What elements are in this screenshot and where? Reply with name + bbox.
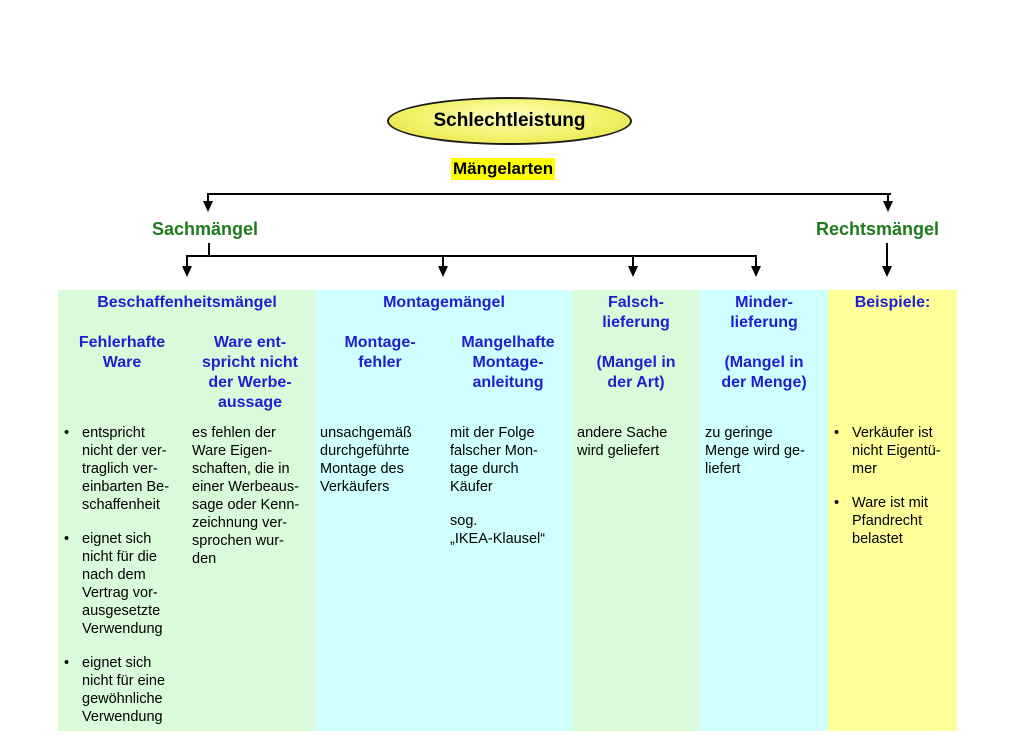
heading-falschlieferung: Falsch- lieferung (Mangel in der Art) — [596, 294, 676, 391]
arrow-to-minder — [751, 266, 761, 277]
subtitle-maengelarten: Mängelarten — [451, 158, 556, 180]
heading-beispiele: Beispiele: — [854, 294, 931, 311]
arrow-to-rechtsmaengel-top — [883, 201, 893, 212]
heading-montagefehler: Montage- fehler — [344, 334, 416, 371]
connector-sach-stem — [208, 243, 210, 257]
connector-down-4 — [755, 255, 757, 268]
branch-rechtsmaengel: Rechtsmängel — [816, 219, 940, 239]
heading-minderlieferung: Minder- lieferung (Mangel in der Menge) — [721, 294, 807, 391]
connector-left-down — [207, 193, 209, 202]
arrow-to-montage — [438, 266, 448, 277]
list-item: eignet sich nicht für die nach dem Vertr… — [60, 530, 186, 638]
montageanleitung-text: mit der Folge falscher Mon- tage durch K… — [450, 424, 572, 548]
falschlieferung-text: andere Sache wird geliefert — [577, 425, 668, 459]
connector-top-horizontal — [207, 193, 891, 195]
beispiele-bullets: Verkäufer ist nicht Eigentü- mer Ware is… — [830, 424, 956, 548]
arrow-to-sachmaengel — [203, 201, 213, 212]
column-montagemaengel — [316, 290, 572, 731]
fehlerhafte-ware-bullets: entspricht nicht der ver- traglich ver- … — [60, 424, 186, 726]
list-item: Ware ist mit Pfandrecht belastet — [830, 494, 956, 548]
list-item: Verkäufer ist nicht Eigentü- mer — [830, 424, 956, 478]
root-title: Schlechtleistung — [433, 110, 586, 131]
heading-ware-entspricht-nicht: Ware ent- spricht nicht der Werbe- aussa… — [201, 334, 298, 411]
list-item: entspricht nicht der ver- traglich ver- … — [60, 424, 186, 514]
arrow-to-beschaffenheit — [182, 266, 192, 277]
root-node-schlechtleistung: Schlechtleistung — [387, 97, 632, 145]
column-minderlieferung — [700, 290, 828, 731]
connector-down-2 — [442, 255, 444, 268]
ikea-klausel-note: sog. „IKEA-Klausel“ — [450, 513, 546, 547]
ware-entspricht-nicht-text: es fehlen der Ware Eigen- schaften, die … — [192, 425, 300, 567]
arrow-to-beispiele — [882, 266, 892, 277]
heading-fehlerhafte-ware: Fehlerhafte Ware — [78, 334, 166, 371]
connector-down-1 — [186, 255, 188, 268]
minderlieferung-text: zu geringe Menge wird ge- liefert — [705, 425, 805, 477]
branch-sachmaengel: Sachmängel — [152, 219, 259, 239]
connector-right-down — [887, 193, 889, 202]
connector-down-3 — [632, 255, 634, 268]
heading-montagemaengel: Montagemängel — [383, 294, 505, 311]
list-item: eignet sich nicht für eine gewöhnliche V… — [60, 654, 186, 726]
column-falschlieferung — [572, 290, 700, 731]
montagefehler-text: unsachgemäß durchgeführte Montage des Ve… — [320, 425, 412, 495]
heading-beschaffenheitsmaengel: Beschaffenheitsmängel — [97, 294, 277, 311]
heading-mangelhafte-montageanleitung: Mangelhafte Montage- anleitung — [461, 334, 555, 391]
connector-sach-horizontal — [186, 255, 757, 257]
arrow-to-falsch — [628, 266, 638, 277]
connector-rechts-stem — [886, 243, 888, 268]
